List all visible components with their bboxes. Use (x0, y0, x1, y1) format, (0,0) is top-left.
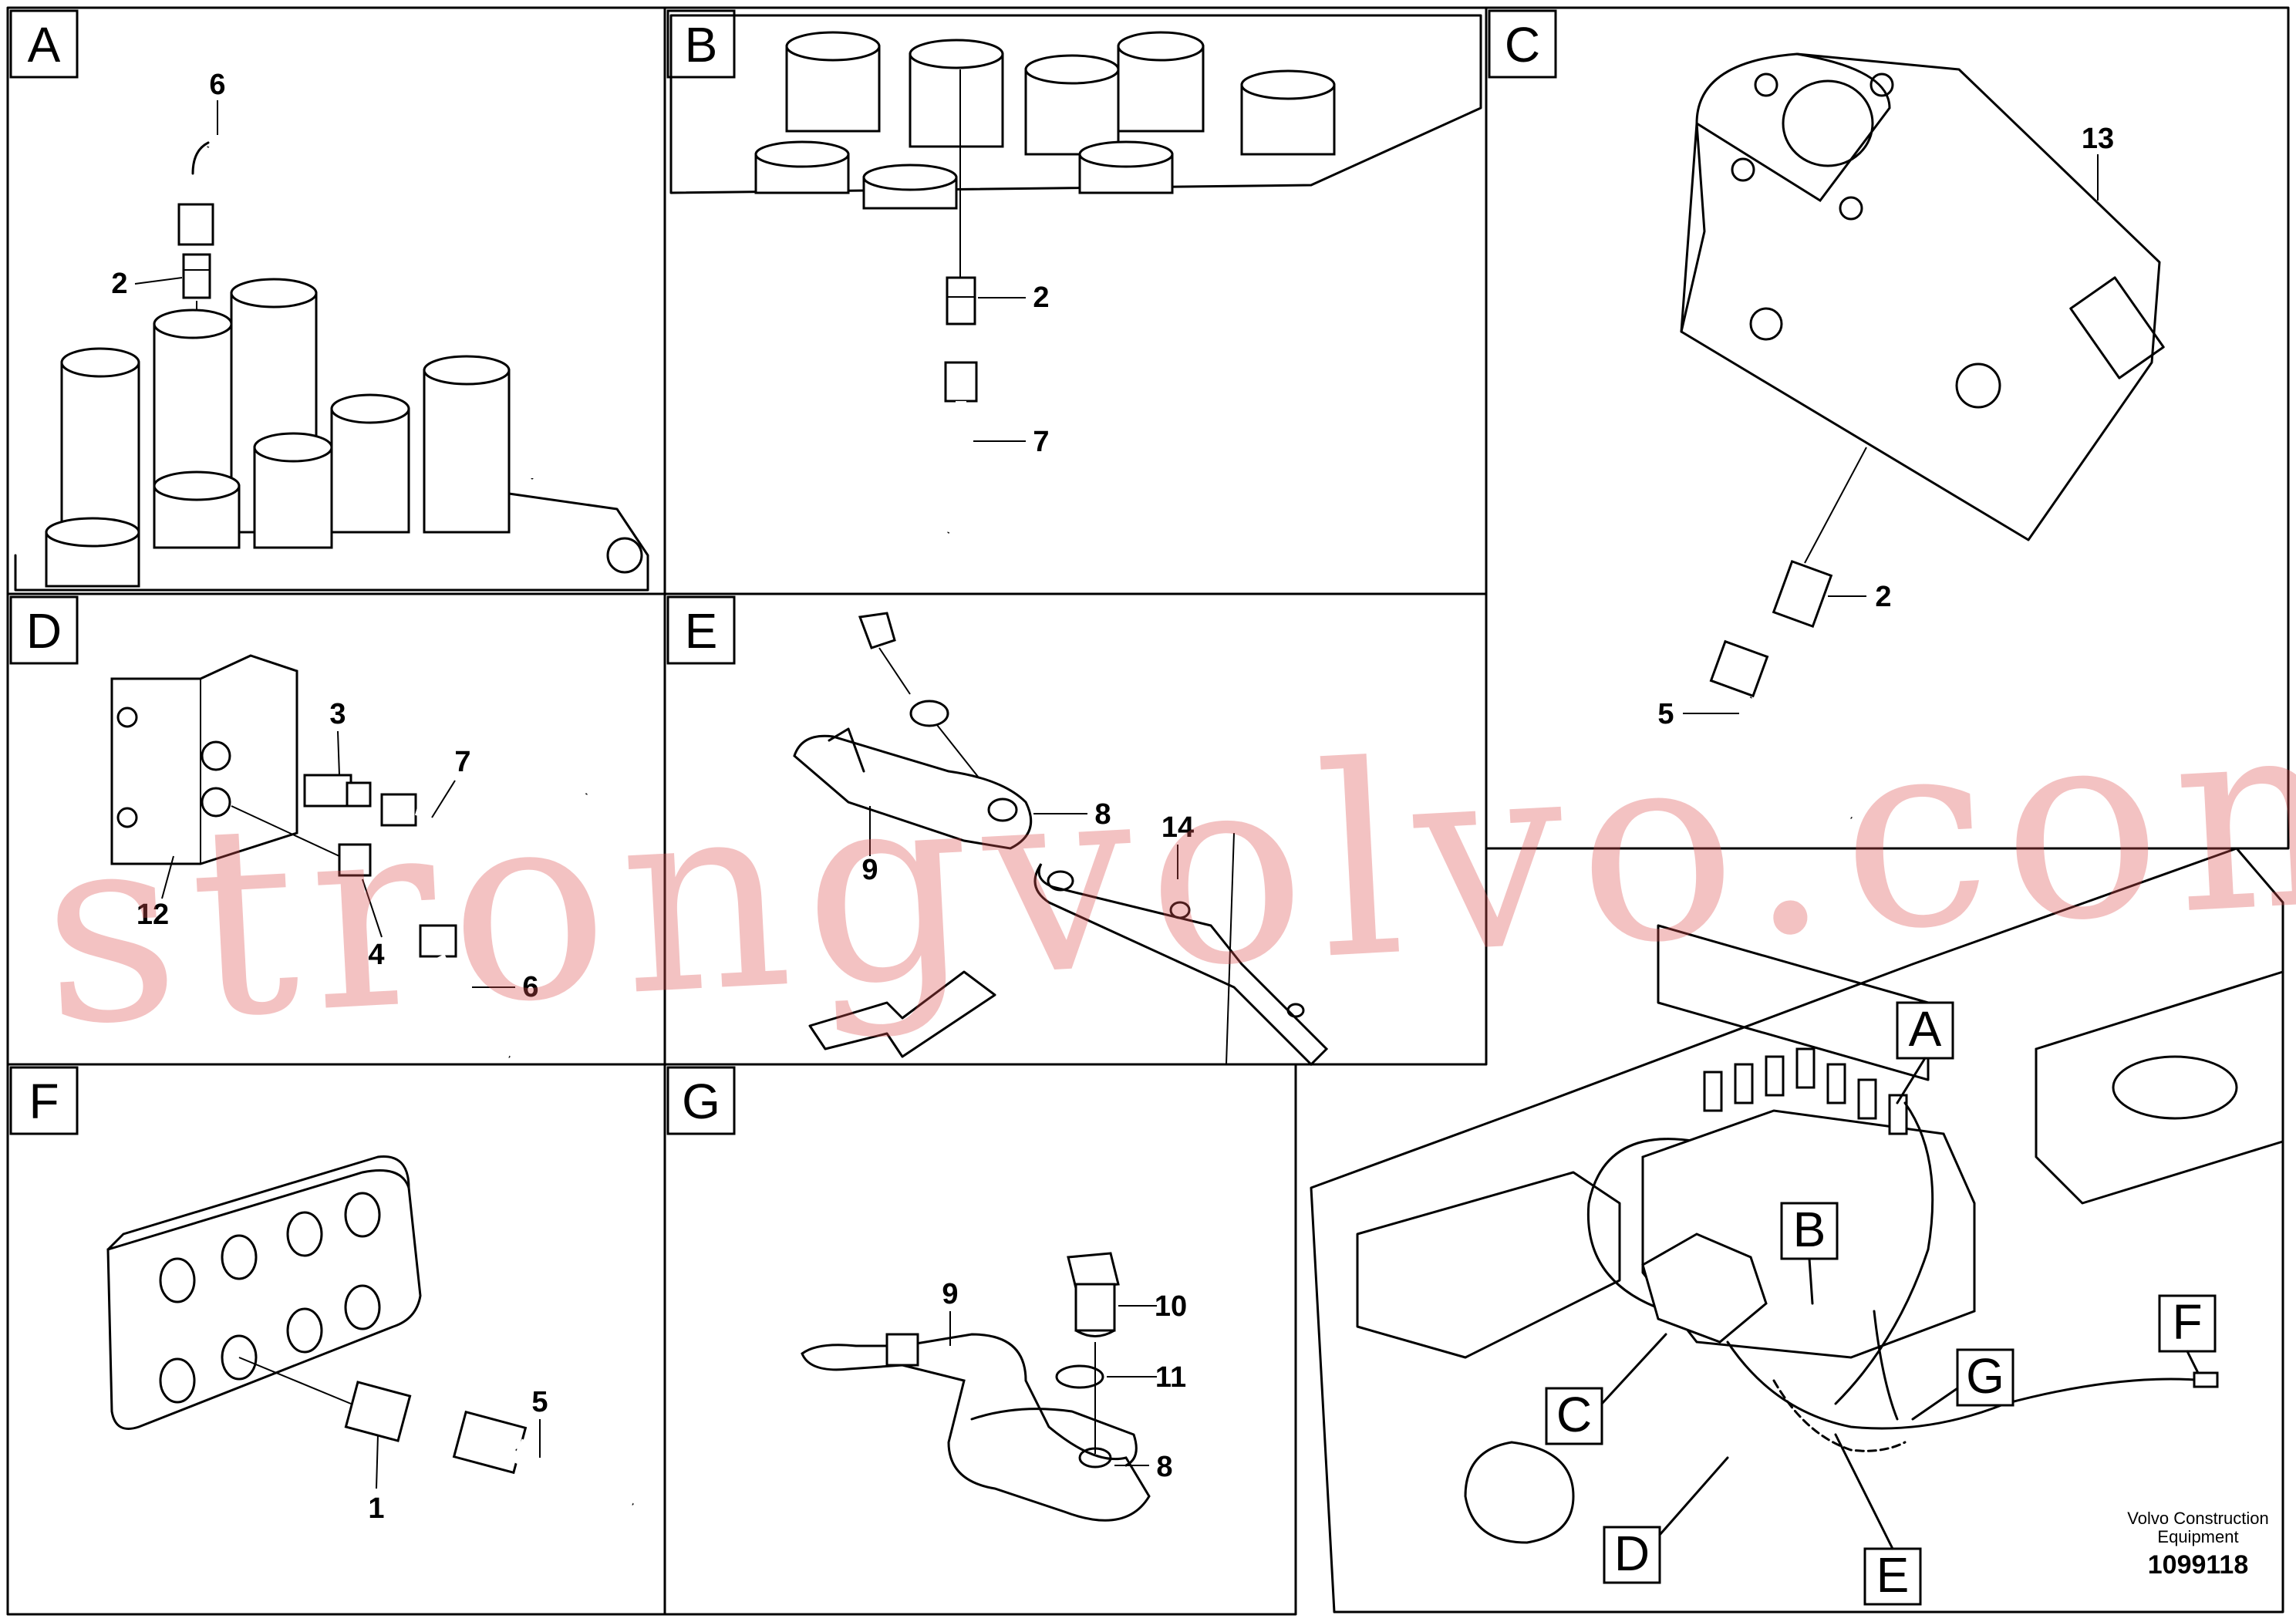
footer: Volvo Construction Equipment 1099118 (2127, 1509, 2268, 1580)
svg-text:3: 3 (329, 698, 346, 730)
panel-b-callouts: 2 7 (973, 282, 1050, 458)
footer-company-2: Equipment (2157, 1527, 2238, 1546)
svg-text:8: 8 (1094, 798, 1111, 831)
svg-text:G: G (1966, 1348, 2004, 1404)
panel-c-drawing (1680, 52, 2165, 824)
overview-callout-a: A (1896, 1001, 1954, 1104)
svg-text:7: 7 (1033, 426, 1049, 458)
panel-d-label: D (9, 595, 79, 665)
svg-text:5: 5 (531, 1386, 548, 1418)
svg-text:G: G (682, 1074, 720, 1129)
overview-callout-g: G (1911, 1348, 2014, 1421)
svg-text:9: 9 (942, 1278, 958, 1310)
overview-callouts: A B C D E F G (1545, 1001, 2217, 1606)
svg-text:E: E (1876, 1547, 1910, 1603)
svg-text:D: D (1614, 1526, 1650, 1581)
svg-text:C: C (1505, 17, 1540, 73)
svg-text:F: F (29, 1074, 59, 1129)
panel-e-label: E (666, 595, 736, 665)
svg-text:11: 11 (1155, 1361, 1186, 1394)
svg-text:2: 2 (111, 268, 127, 300)
svg-text:C: C (1556, 1387, 1592, 1442)
svg-text:A: A (28, 17, 61, 73)
panel-c-label: C (1488, 9, 1557, 79)
panel-f-label: F (9, 1066, 79, 1135)
footer-drawing-number: 1099118 (2148, 1550, 2249, 1580)
panel-f-callouts: 5 1 (368, 1386, 548, 1525)
panel-g-drawing (801, 1252, 1151, 1522)
svg-text:4: 4 (368, 939, 384, 971)
svg-text:13: 13 (2082, 123, 2114, 155)
svg-text:A: A (1909, 1001, 1942, 1057)
overview-callout-d: D (1603, 1456, 1729, 1584)
panel-g-label: G (666, 1066, 736, 1135)
panel-c-callouts: 13 2 5 (1657, 123, 2114, 730)
panel-a-drawing (14, 48, 649, 592)
svg-text:9: 9 (861, 854, 878, 886)
svg-text:6: 6 (209, 69, 225, 101)
svg-text:B: B (1793, 1202, 1826, 1257)
overview-callout-e: E (1834, 1433, 1922, 1606)
svg-text:7: 7 (454, 746, 470, 778)
svg-text:B: B (685, 17, 718, 73)
svg-text:6: 6 (522, 971, 538, 1003)
svg-text:D: D (26, 603, 62, 659)
panel-g-callouts: 9 10 11 8 (942, 1278, 1187, 1483)
overview-callout-c: C (1545, 1333, 1667, 1445)
svg-text:12: 12 (137, 899, 169, 931)
panel-a-callouts: 6 2 (111, 69, 225, 300)
overview-callout-f: F (2158, 1294, 2217, 1374)
svg-text:10: 10 (1155, 1290, 1187, 1323)
panel-d-drawing (110, 654, 591, 1062)
svg-text:8: 8 (1156, 1451, 1172, 1483)
footer-company: Volvo Construction (2127, 1509, 2268, 1528)
panel-e-drawing (793, 612, 1329, 1067)
svg-text:2: 2 (1875, 581, 1891, 613)
svg-text:F: F (2172, 1294, 2202, 1350)
svg-text:2: 2 (1033, 282, 1049, 314)
panel-b-label: B (666, 9, 736, 79)
svg-text:14: 14 (1161, 811, 1194, 844)
panel-b-drawing (669, 14, 1482, 535)
svg-text:1: 1 (368, 1492, 384, 1525)
watermark-text: strongvolvo.com (35, 654, 2296, 1084)
panel-d-callouts: 3 7 12 4 6 (137, 698, 539, 1003)
panel-a-label: A (9, 9, 79, 79)
panel-e-callouts: 8 14 9 (861, 798, 1194, 886)
panel-f-drawing (106, 1155, 638, 1516)
overview-callout-b: B (1780, 1202, 1839, 1305)
svg-text:5: 5 (1657, 698, 1674, 730)
panel-frames (6, 6, 2290, 1616)
svg-text:E: E (685, 603, 718, 659)
